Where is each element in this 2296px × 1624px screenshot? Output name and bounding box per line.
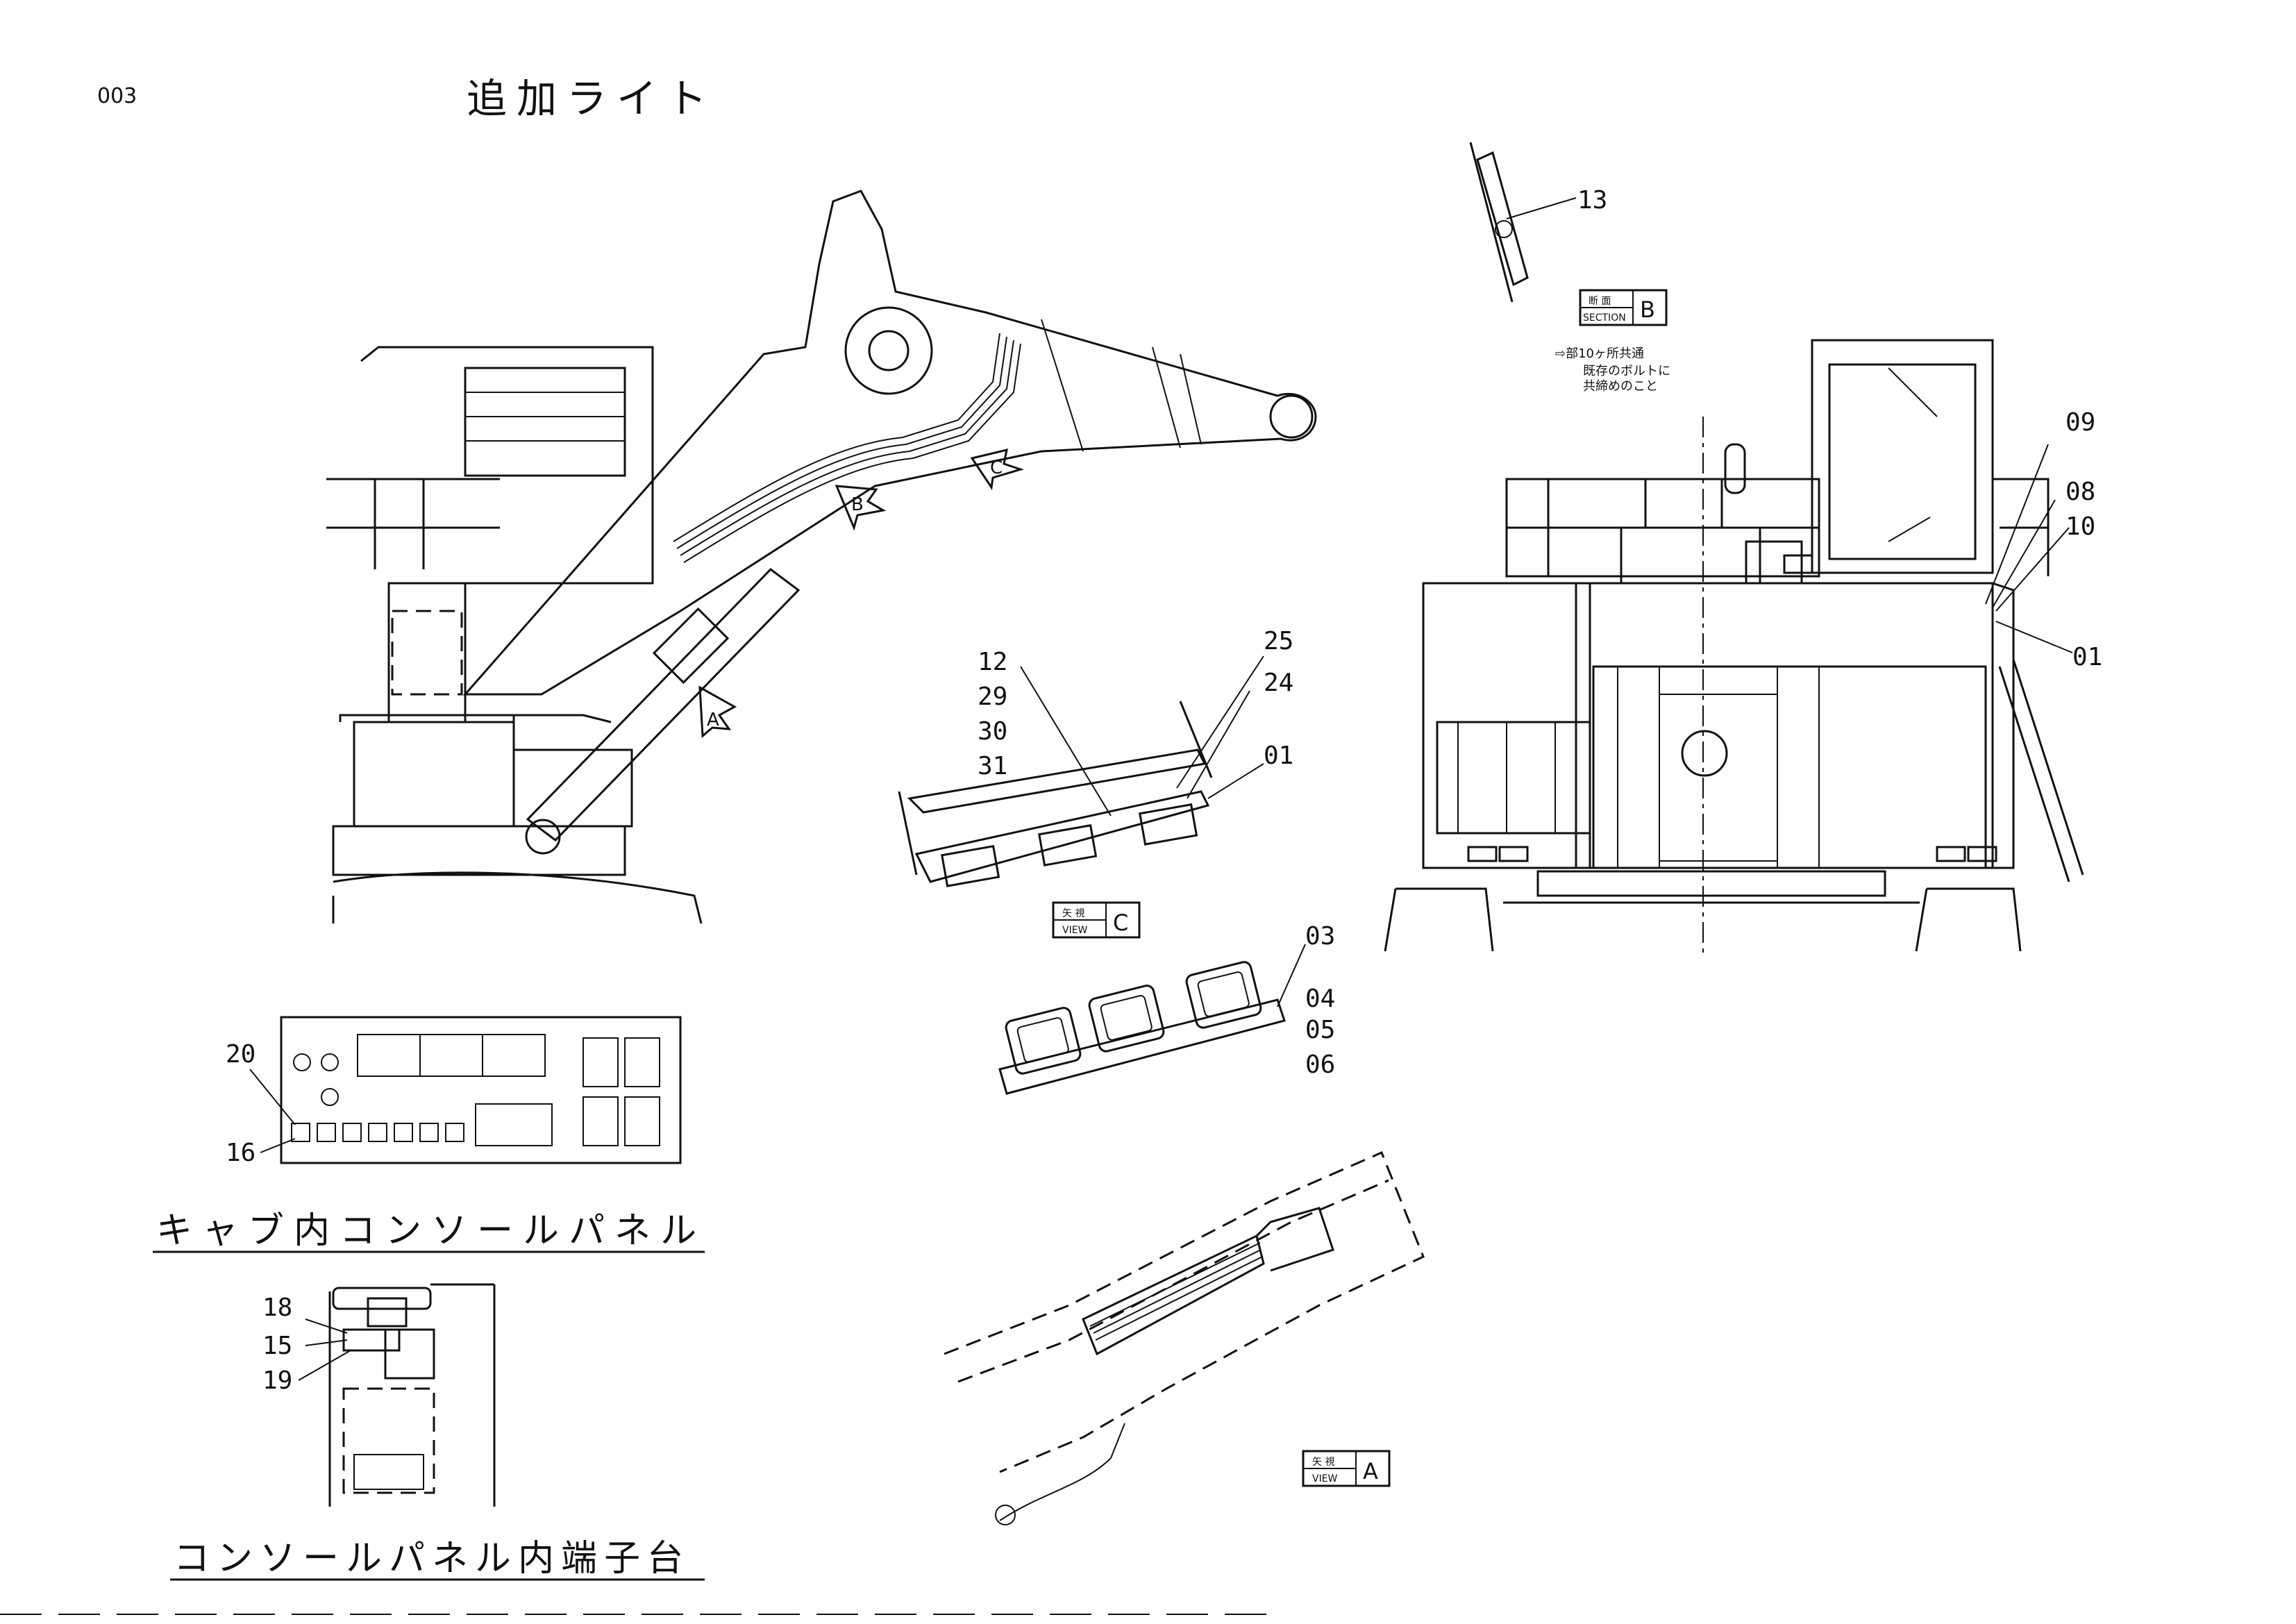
view-c-top: 矢 視 — [1062, 908, 1084, 919]
view-a-bottom: VIEW — [1312, 1473, 1338, 1484]
view-c-letter: C — [1113, 910, 1128, 936]
label-29: 29 — [978, 683, 1007, 711]
view-a-top: 矢 視 — [1312, 1457, 1334, 1468]
label-30: 30 — [978, 717, 1007, 746]
section-b-top: 断 面 — [1589, 296, 1611, 307]
label-09: 09 — [2065, 408, 2095, 437]
label-12: 12 — [978, 648, 1007, 676]
label-06: 06 — [1305, 1050, 1335, 1079]
note-b-line-3: 共締めのこと — [1583, 379, 1658, 394]
caption-terminal-block: コンソールパネル内端子台 — [174, 1538, 690, 1580]
caption-console-panel: キャブ内コンソールパネル — [156, 1210, 706, 1252]
section-b-detail: 13 断 面 SECTION B ⇨部10ヶ所共通 既存のボルトに 共締めのこと — [1469, 142, 1670, 394]
view-a-detail: 矢 視 VIEW A — [944, 1151, 1425, 1525]
label-16: 16 — [226, 1139, 255, 1167]
view-arrow-c: C — [990, 458, 1003, 478]
view-a-letter: A — [1363, 1458, 1378, 1484]
page-number: 003 — [97, 84, 137, 108]
label-18: 18 — [262, 1294, 292, 1322]
label-08: 08 — [2065, 478, 2095, 506]
label-19: 19 — [262, 1366, 292, 1395]
label-04: 04 — [1305, 985, 1335, 1013]
terminal-block-detail: 18 15 19 コンソールパネル内端子台 — [170, 1283, 705, 1581]
label-10: 10 — [2065, 512, 2095, 541]
label-25: 25 — [1264, 627, 1293, 655]
drawing-title: 追加ライト — [467, 75, 717, 122]
label-01-rear: 01 — [2072, 643, 2102, 671]
view-arrow-a: A — [707, 710, 719, 730]
light-assembly-detail: 03 04 05 06 — [998, 922, 1335, 1095]
side-elevation-view: A B C — [326, 190, 1317, 924]
view-c-detail: 12 29 30 31 25 24 01 矢 視 VIEW C — [898, 627, 1293, 939]
label-05: 05 — [1305, 1016, 1335, 1044]
label-03: 03 — [1305, 922, 1335, 951]
label-01-c: 01 — [1264, 742, 1293, 770]
label-13: 13 — [1577, 186, 1607, 215]
label-24: 24 — [1264, 669, 1293, 697]
note-b-line-2: 既存のボルトに — [1583, 364, 1670, 378]
console-panel-detail: 20 16 キャブ内コンソールパネル — [153, 1016, 706, 1253]
view-arrow-b: B — [851, 494, 864, 515]
label-20: 20 — [226, 1040, 255, 1069]
label-31: 31 — [978, 752, 1007, 780]
note-b-line-1: ⇨部10ヶ所共通 — [1555, 346, 1644, 361]
section-b-letter: B — [1640, 296, 1655, 323]
rear-elevation-view: 09 08 10 01 — [1384, 339, 2102, 958]
label-15: 15 — [262, 1332, 292, 1360]
section-b-bottom: SECTION — [1583, 312, 1626, 324]
view-c-bottom: VIEW — [1062, 925, 1088, 936]
